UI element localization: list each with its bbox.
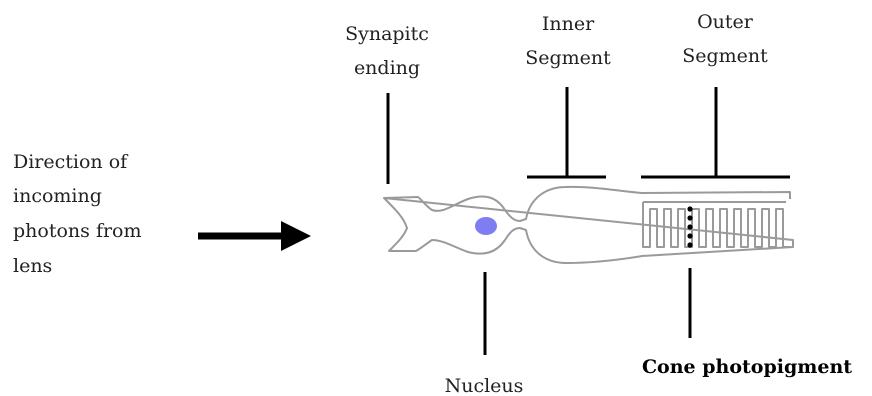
inner-segment-label-line2: Segment [525, 47, 611, 69]
cone-cell [384, 187, 793, 263]
synaptic-ending-label-line1: Synapitc [345, 23, 429, 45]
photon-direction-arrow [198, 221, 311, 251]
direction-label-line4: lens [13, 255, 52, 277]
synaptic-ending-label-line2: ending [354, 57, 420, 79]
direction-label-line1: Direction of [13, 151, 129, 173]
outer-segment-label-line2: Segment [682, 45, 768, 67]
outer-segment-label-line1: Outer [697, 11, 754, 33]
outer-segment-discs [643, 202, 790, 247]
inner-segment-label-line1: Inner [542, 13, 595, 35]
cell-body-outline [384, 187, 793, 263]
outer-segment-bracket [641, 87, 790, 177]
direction-label-line3: photons from [13, 220, 142, 242]
nucleus-label: Nucleus [445, 375, 524, 396]
nucleus [475, 217, 497, 235]
cone-photopigment-label: Cone photopigment [642, 356, 852, 378]
inner-segment-bracket [527, 87, 606, 177]
direction-label-line2: incoming [13, 185, 102, 207]
